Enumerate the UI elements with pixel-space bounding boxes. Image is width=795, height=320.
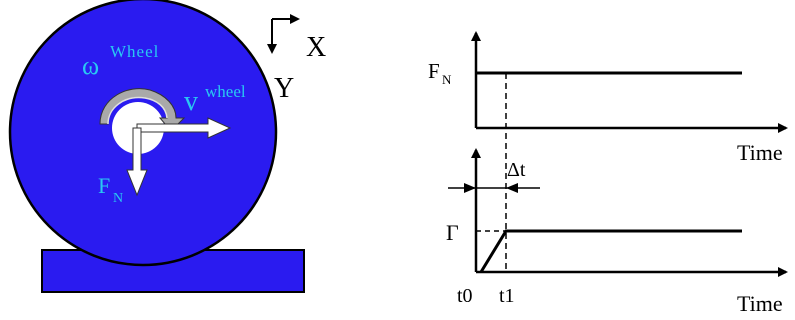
t0-label: t0 xyxy=(457,285,473,307)
omega-superscript: Wheel xyxy=(110,42,159,61)
velocity-superscript: wheel xyxy=(205,82,246,101)
bottom-plot-torque-curve xyxy=(479,229,742,273)
top-plot-y-label-sub: N xyxy=(442,72,452,87)
top-plot-y-label: F xyxy=(428,59,440,83)
delta-t-right-arrowhead xyxy=(506,183,518,193)
force-subscript: N xyxy=(113,191,123,206)
velocity-arrow xyxy=(136,117,232,139)
frame-x-label: X xyxy=(306,32,326,63)
t1-label: t1 xyxy=(499,285,515,307)
delta-t-label: Δt xyxy=(507,159,526,181)
top-plot-x-label: Time xyxy=(737,140,783,165)
delta-t-left-arrowhead xyxy=(464,183,476,193)
force-symbol: F xyxy=(98,173,110,198)
normal-force-arrow xyxy=(126,127,148,197)
gamma-label: Γ xyxy=(446,220,459,245)
frame-y-label: Y xyxy=(274,73,294,104)
omega-symbol: ω xyxy=(82,51,99,80)
velocity-symbol: v xyxy=(184,86,198,117)
bottom-plot-x-label: Time xyxy=(737,291,783,316)
